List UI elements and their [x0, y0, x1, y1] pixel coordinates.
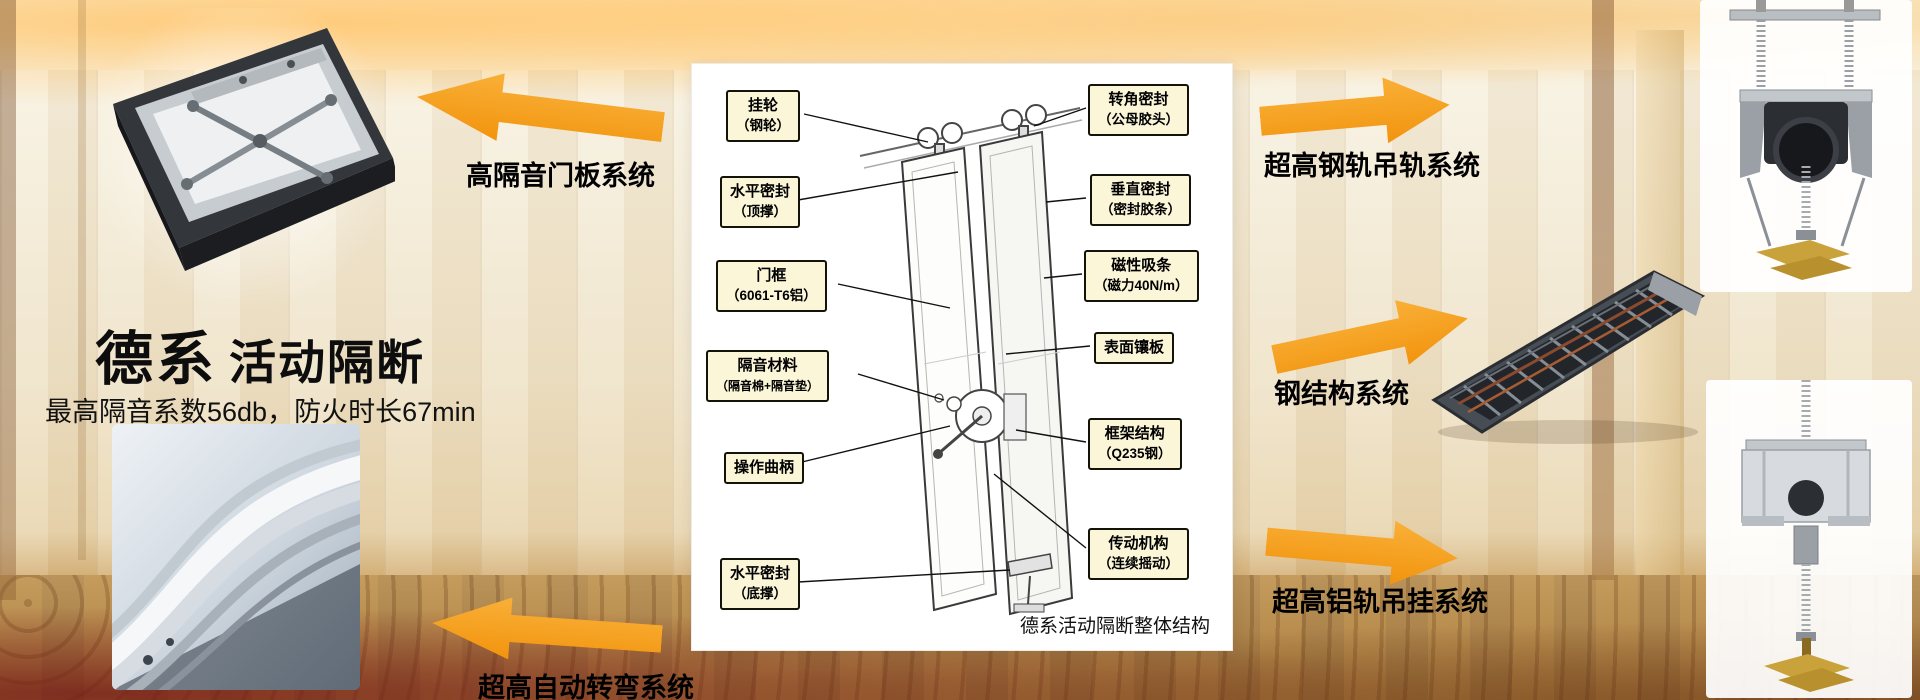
callout-transmission-mechanism: 传动机构 （连续摇动） — [1088, 528, 1189, 580]
callout-vertical-seal: 垂直密封 （密封胶条） — [1090, 174, 1191, 226]
product-photo-steel-structure — [1428, 232, 1708, 450]
callout-subtext: （磁力40N/m） — [1094, 278, 1189, 293]
aluminum-bend-track-image — [112, 439, 360, 690]
callout-text: 磁性吸条 — [1111, 257, 1172, 274]
right-pillar-decor — [1592, 0, 1614, 580]
callout-text: 转角密封 — [1108, 91, 1169, 108]
callout-subtext: （钢轮） — [736, 118, 790, 133]
callout-text: 水平密封 — [730, 183, 791, 200]
brand-title: 德系 — [95, 327, 218, 392]
callout-sound-insulation-material: 隔音材料 （隔音棉+隔音垫） — [706, 350, 830, 402]
label-auto-turning-system: 超高自动转弯系统 — [478, 673, 694, 700]
callout-subtext: （密封胶条） — [1100, 202, 1181, 217]
callout-horizontal-seal-bottom: 水平密封 （底撑） — [720, 558, 801, 610]
callout-text: 框架结构 — [1104, 425, 1165, 442]
brand-title-block: 德系 活动隔断 — [95, 312, 425, 396]
aluminum-rail-hanger-image — [1741, 380, 1871, 692]
product-photo-aluminum-bend-track — [112, 424, 360, 690]
door-top-mechanism-image — [113, 28, 395, 271]
brand-title-suffix: 活动隔断 — [229, 336, 426, 389]
callout-subtext: （公母胶头） — [1098, 112, 1179, 127]
callout-corner-seal: 转角密封 （公母胶头） — [1088, 84, 1189, 136]
structure-diagram-panel: 挂轮 （钢轮） 水平密封 （顶撑） 门框 （6061-T6铝） 隔音材料 （隔音… — [692, 64, 1232, 650]
product-photo-aluminum-rail-hanger — [1706, 380, 1912, 698]
label-aluminum-rail-hanging-system: 超高铝轨吊挂系统 — [1272, 587, 1488, 617]
left-pillar-decor — [0, 0, 16, 600]
product-photo-door-top-mechanism — [95, 8, 395, 308]
callout-text: 垂直密封 — [1110, 181, 1171, 198]
callout-subtext: （顶撑） — [733, 204, 787, 219]
callout-text: 挂轮 — [747, 97, 778, 114]
callout-subtext: （Q235钢） — [1098, 446, 1172, 461]
partition-structure-drawing — [797, 104, 1091, 616]
label-steel-structure-system: 钢结构系统 — [1274, 379, 1409, 409]
callout-text: 水平密封 — [730, 565, 791, 582]
callout-subtext: （隔音棉+隔音垫） — [716, 379, 820, 393]
callout-text: 隔音材料 — [737, 357, 798, 374]
callout-surface-panel: 表面镶板 — [1094, 332, 1175, 364]
callout-subtext: （6061-T6铝） — [726, 288, 817, 303]
callout-text: 操作曲柄 — [734, 459, 795, 476]
product-photo-steel-rail-hanger — [1700, 0, 1912, 292]
brand-subtitle: 最高隔音系数56db，防火时长67min — [45, 397, 476, 427]
steel-structure-image — [1431, 270, 1706, 444]
callout-magnetic-strip: 磁性吸条 （磁力40N/m） — [1084, 250, 1199, 302]
left-wall-seam-decor — [78, 0, 86, 560]
label-high-insulation-door-panel-system: 高隔音门板系统 — [466, 161, 655, 191]
callout-frame-structure: 框架结构 （Q235钢） — [1088, 418, 1182, 470]
callout-text: 门框 — [756, 267, 787, 284]
callout-horizontal-seal-top: 水平密封 （顶撑） — [720, 176, 801, 228]
label-steel-rail-hanging-system: 超高钢轨吊轨系统 — [1264, 151, 1480, 181]
steel-rail-hanger-image — [1729, 0, 1881, 280]
callout-subtext: （连续摇动） — [1098, 556, 1179, 571]
callout-operating-crank: 操作曲柄 — [724, 452, 805, 484]
callout-door-frame: 门框 （6061-T6铝） — [716, 260, 827, 312]
callout-text: 表面镶板 — [1104, 339, 1165, 356]
callout-hanging-wheel: 挂轮 （钢轮） — [726, 90, 800, 142]
diagram-caption: 德系活动隔断整体结构 — [1019, 616, 1210, 637]
callout-subtext: （底撑） — [733, 586, 787, 601]
callout-text: 传动机构 — [1108, 535, 1169, 552]
